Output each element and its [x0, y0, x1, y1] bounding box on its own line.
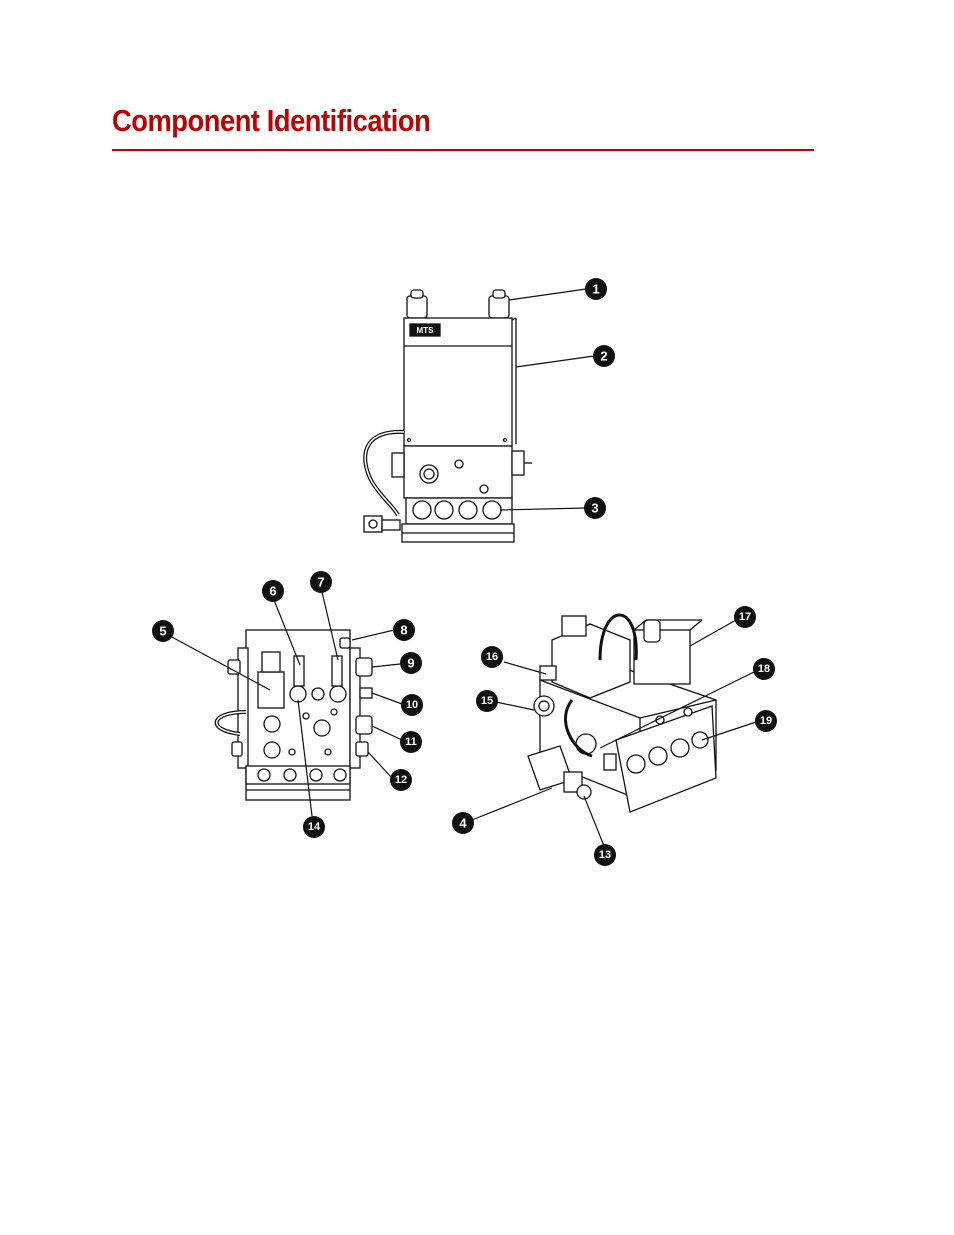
- leader-5: [169, 635, 271, 691]
- callout-18: 18: [753, 658, 775, 680]
- callout-5: 5: [152, 620, 174, 642]
- leader-16: [503, 661, 547, 675]
- svg-text:5: 5: [159, 624, 166, 639]
- svg-text:7: 7: [317, 575, 324, 590]
- callout-16: 16: [481, 646, 503, 668]
- leader-2: [515, 355, 595, 368]
- svg-text:10: 10: [406, 699, 418, 711]
- callout-15: 15: [476, 690, 498, 712]
- leader-1: [508, 288, 587, 301]
- callout-6: 6: [262, 580, 284, 602]
- callout-13: 13: [594, 844, 616, 866]
- svg-text:19: 19: [760, 715, 772, 727]
- leader-11: [371, 725, 403, 741]
- manifold-front-view: MTS: [363, 289, 532, 543]
- leader-14: [297, 699, 313, 817]
- callout-9: 9: [400, 652, 422, 674]
- callout-3: 3: [584, 497, 606, 519]
- callout-10: 10: [401, 694, 423, 716]
- svg-text:15: 15: [481, 695, 493, 707]
- callouts: 1 2 3 4 5 6 7 8 9 10 11 12 13 14 15 16 1…: [152, 278, 777, 866]
- svg-text:14: 14: [308, 821, 321, 833]
- leader-6: [273, 599, 301, 666]
- callout-1: 1: [585, 278, 607, 300]
- svg-text:9: 9: [407, 656, 414, 671]
- leader-7: [321, 591, 339, 661]
- mts-logo: MTS: [417, 326, 435, 335]
- leader-13: [583, 795, 605, 847]
- svg-text:4: 4: [459, 816, 467, 831]
- callout-8: 8: [393, 619, 415, 641]
- manifold-rear-view: [214, 629, 373, 801]
- svg-text:16: 16: [486, 651, 498, 663]
- leader-4: [471, 787, 553, 821]
- callout-17: 17: [734, 606, 756, 628]
- manifold-iso-view: [527, 613, 717, 813]
- svg-text:1: 1: [592, 282, 599, 297]
- svg-text:8: 8: [400, 623, 407, 638]
- leader-9: [371, 663, 401, 668]
- svg-text:18: 18: [758, 663, 770, 675]
- leader-lines: [169, 288, 757, 847]
- leader-8: [351, 629, 395, 641]
- svg-text:6: 6: [269, 584, 276, 599]
- callout-11: 11: [400, 731, 422, 753]
- svg-text:12: 12: [395, 774, 407, 786]
- leader-3: [499, 507, 587, 511]
- leader-15: [495, 701, 535, 711]
- title-rule: [112, 149, 814, 151]
- callout-7: 7: [310, 571, 332, 593]
- callout-4: 4: [452, 812, 474, 834]
- callout-14: 14: [303, 816, 325, 838]
- leader-12: [367, 751, 393, 779]
- page-title: Component Identification: [112, 103, 431, 138]
- callout-19: 19: [755, 710, 777, 732]
- svg-text:11: 11: [405, 736, 417, 748]
- leader-19: [701, 721, 757, 741]
- callout-12: 12: [390, 769, 412, 791]
- svg-text:2: 2: [600, 349, 607, 364]
- leader-10: [371, 692, 403, 705]
- leader-17: [689, 619, 737, 647]
- svg-text:17: 17: [739, 611, 751, 623]
- leader-18: [599, 671, 755, 749]
- svg-text:3: 3: [591, 501, 598, 516]
- svg-text:13: 13: [599, 849, 611, 861]
- callout-2: 2: [593, 345, 615, 367]
